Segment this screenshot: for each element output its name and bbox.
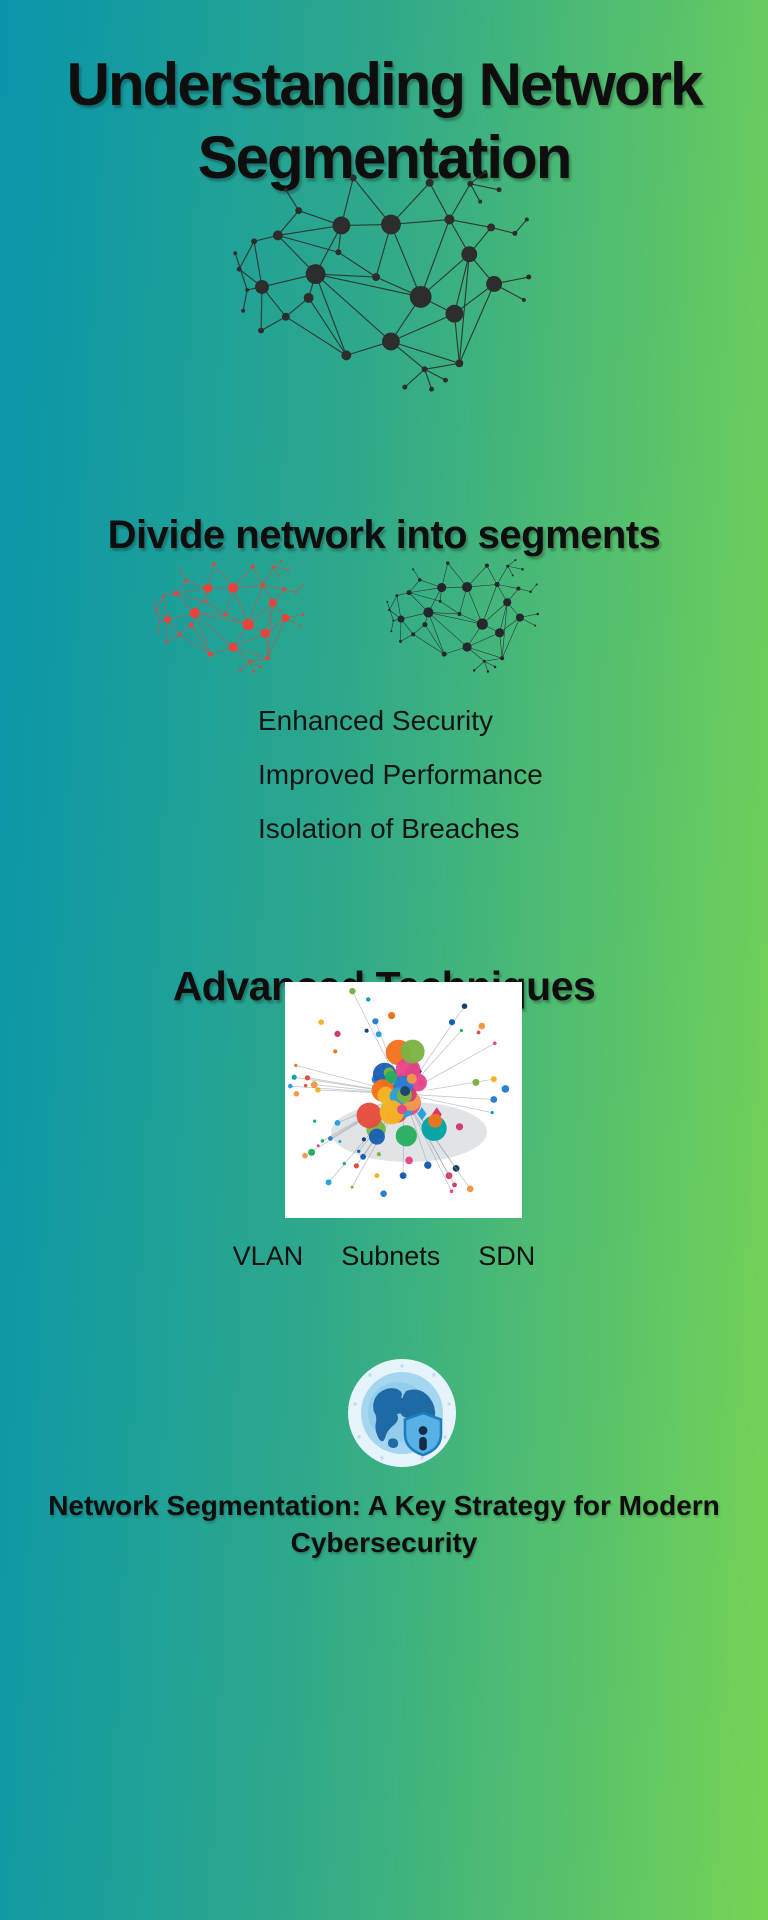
technique-subnets: Subnets <box>341 1241 441 1271</box>
benefits-list: Enhanced Security Improved Performance I… <box>258 706 543 868</box>
divide-section-heading: Divide network into segments <box>107 513 661 558</box>
ring-glyphs <box>353 1364 451 1460</box>
network-mesh-red-icon <box>152 560 305 673</box>
benefit-item-enhanced-security: Enhanced Security <box>258 705 494 736</box>
page-title-text: Understanding Network Segmentation <box>66 51 704 192</box>
benefit-item-improved-performance: Improved Performance <box>258 759 543 790</box>
globe-security-icon <box>348 1359 456 1467</box>
benefit-item-isolation-of-breaches: Isolation of Breaches <box>258 813 520 844</box>
technique-sdn: SDN <box>478 1241 536 1271</box>
footer-tagline-text: Network Segmentation: A Key Strategy for… <box>48 1490 720 1558</box>
techniques-row: VLAN Subnets SDN <box>0 1241 768 1272</box>
footer-tagline: Network Segmentation: A Key Strategy for… <box>0 1487 768 1561</box>
page-title: Understanding Network Segmentation <box>0 48 768 194</box>
colorful-network-cluster-image <box>288 987 510 1197</box>
network-mesh-illustration <box>233 169 532 392</box>
lock-glyph <box>418 1426 428 1451</box>
network-mesh-dark-icon <box>386 559 539 673</box>
technique-vlan: VLAN <box>232 1241 304 1271</box>
advanced-techniques-illustration <box>285 982 522 1218</box>
